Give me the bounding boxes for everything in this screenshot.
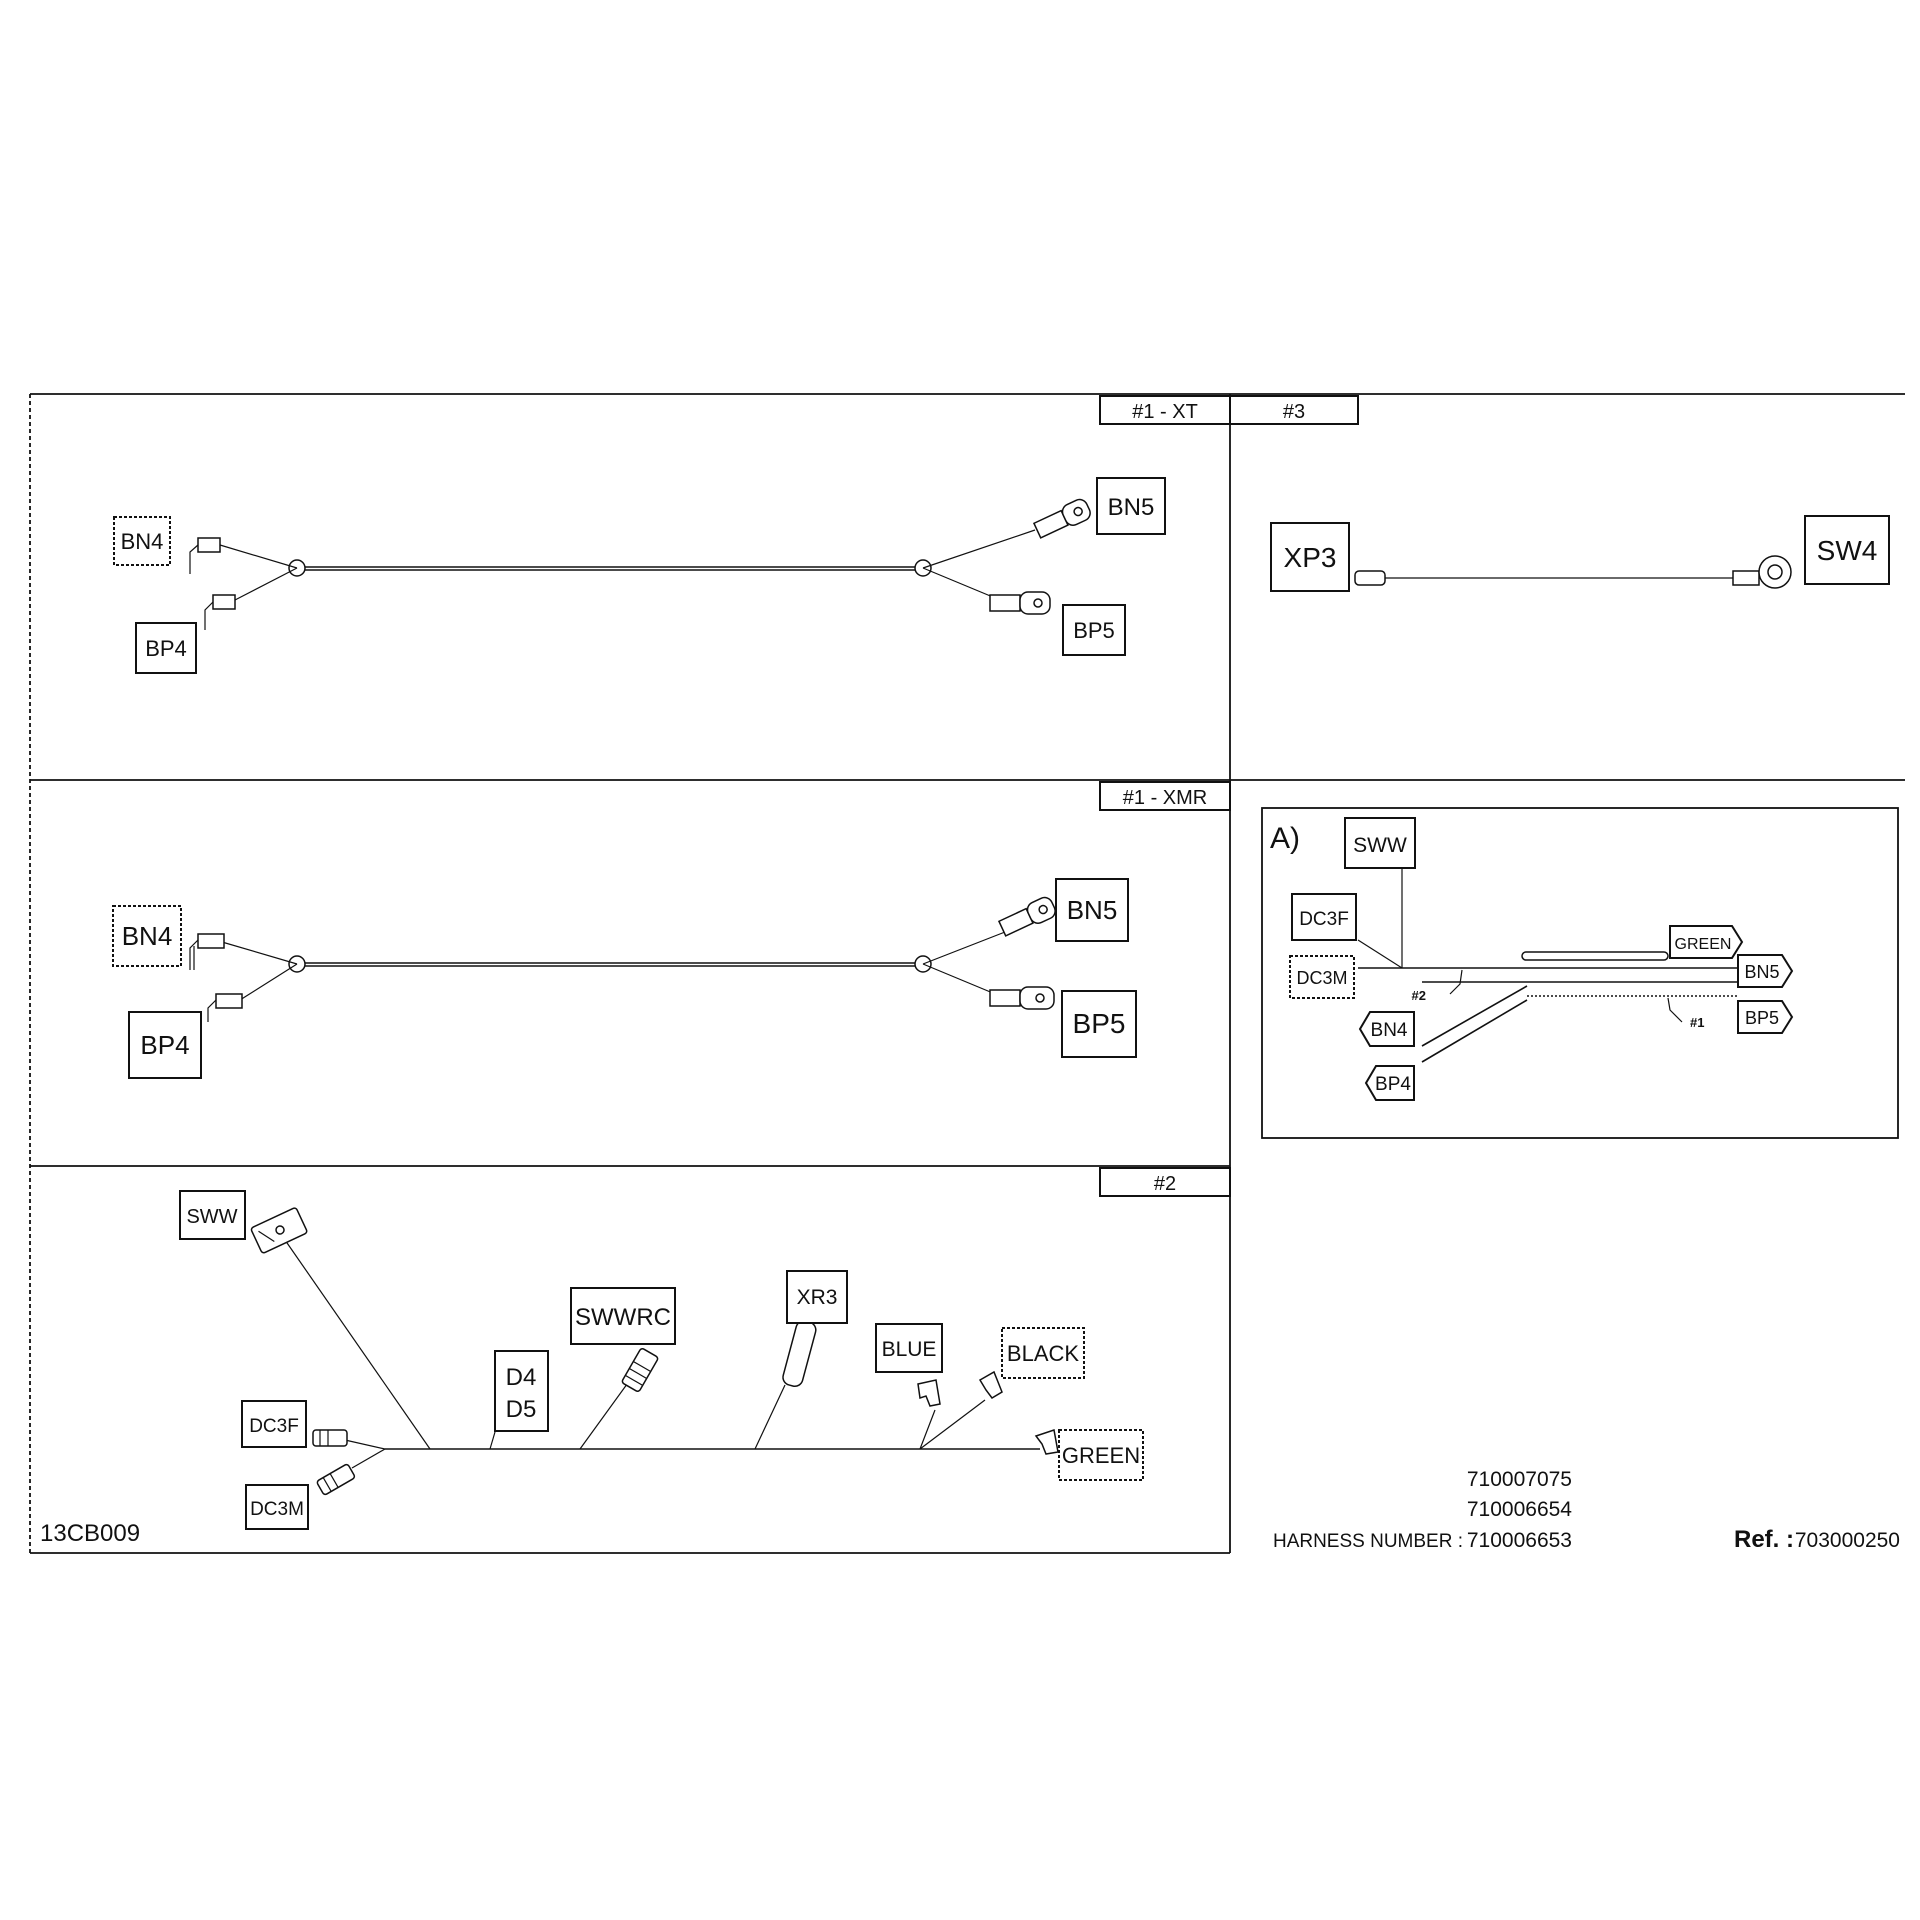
ref-value: 703000250	[1795, 1529, 1900, 1552]
label-blue: BLUE	[882, 1338, 937, 1361]
detail-a-frame	[1261, 807, 1899, 1139]
label-xp3: XP3	[1284, 542, 1337, 573]
sww-connector-icon	[250, 1207, 308, 1254]
detail-label-dc3f: DC3F	[1299, 909, 1349, 930]
panel-1-xt-title: #1 - XT	[1132, 401, 1198, 423]
swwrc-connector-icon	[621, 1348, 659, 1392]
label-bp4-xmr: BP4	[140, 1030, 189, 1060]
label-xr3: XR3	[797, 1286, 838, 1309]
detail-panel-a: A) SWW DC3F DC3M GREEN BN5 BP5 BN4 BP4 #…	[1261, 807, 1899, 1139]
detail-label-bn5: BN5	[1744, 962, 1779, 982]
label-swwrc: SWWRC	[575, 1304, 671, 1331]
label-dc3m-2: DC3M	[250, 1499, 304, 1520]
label-d4: D4	[506, 1364, 537, 1391]
label-sww-2: SWW	[186, 1206, 237, 1228]
harness-number-3: 710006653	[1467, 1529, 1572, 1552]
label-bn4-xmr: BN4	[122, 921, 173, 951]
panel-2: #2	[179, 1167, 1231, 1530]
bp4-terminal-icon	[207, 993, 243, 1022]
harness-number-1: 710007075	[1467, 1468, 1572, 1491]
ref-label: Ref. :	[1734, 1526, 1794, 1553]
dc3m-connector-icon	[316, 1463, 356, 1496]
sheet-frame	[29, 393, 1905, 1554]
panel-2-title: #2	[1154, 1173, 1176, 1195]
harness-number-block: 710007075 710006654 HARNESS NUMBER : 710…	[1273, 1468, 1900, 1553]
detail-label-sww: SWW	[1353, 834, 1407, 857]
detail-label-bp4: BP4	[1375, 1074, 1411, 1095]
panel-2-tab	[1099, 1167, 1231, 1197]
panel-1-xmr-tab	[1099, 781, 1231, 811]
bn5-ring-terminal-icon	[1032, 498, 1091, 539]
dc3f-connector-icon	[312, 1429, 348, 1447]
label-black: BLACK	[1007, 1341, 1079, 1366]
detail-a-title: A)	[1270, 822, 1300, 855]
label-bn5-xt: BN5	[1108, 494, 1155, 521]
label-d5: D5	[506, 1396, 537, 1423]
panel-3: #3 XP3 SW4	[1229, 395, 1890, 592]
label-bn4-xt: BN4	[121, 529, 164, 554]
label-green-2: GREEN	[1062, 1443, 1140, 1468]
panel-1-xmr-title: #1 - XMR	[1123, 787, 1207, 809]
wire-sww	[284, 1239, 431, 1450]
detail-wire-green	[1521, 951, 1669, 961]
label-bn5-xmr: BN5	[1067, 895, 1118, 925]
sw4-ring-terminal-icon	[1732, 555, 1792, 589]
detail-label-bn4: BN4	[1371, 1020, 1408, 1041]
bp4-terminal-icon	[204, 594, 236, 630]
detail-label-wire2: #2	[1412, 988, 1426, 1003]
detail-label-dc3m: DC3M	[1296, 968, 1347, 988]
panel-1-xt: #1 - XT BN4 BP	[113, 395, 1231, 674]
harness-number-2: 710006654	[1467, 1498, 1572, 1521]
label-dc3f-2: DC3F	[249, 1416, 299, 1437]
black-terminal-icon	[978, 1370, 1003, 1399]
label-bp5-xmr: BP5	[1073, 1008, 1126, 1039]
label-sw4: SW4	[1817, 535, 1878, 566]
bp5-ring-terminal-icon	[989, 986, 1055, 1010]
blue-terminal-icon	[917, 1379, 941, 1407]
panel-3-title: #3	[1283, 401, 1305, 423]
bn5-ring-terminal-icon	[997, 896, 1056, 937]
panel-1-xmr: #1 - XMR BN4 BP4	[112, 781, 1231, 1079]
panel-3-tab	[1229, 395, 1359, 425]
xp3-bullet-terminal-icon	[1354, 570, 1386, 586]
label-bp4-xt: BP4	[145, 636, 187, 661]
green-terminal-icon	[1034, 1429, 1059, 1455]
harness-number-label: HARNESS NUMBER :	[1273, 1531, 1463, 1552]
label-bp5-xt: BP5	[1073, 618, 1115, 643]
xr3-connector-icon	[782, 1320, 817, 1387]
bn4-terminal-icon	[189, 933, 225, 970]
detail-label-wire1: #1	[1690, 1015, 1704, 1030]
detail-label-green: GREEN	[1675, 936, 1732, 953]
detail-label-bp5: BP5	[1745, 1008, 1779, 1028]
figure-code: 13CB009	[40, 1520, 140, 1547]
bp5-ring-terminal-icon	[989, 591, 1051, 615]
bn4-terminal-icon	[189, 537, 221, 574]
